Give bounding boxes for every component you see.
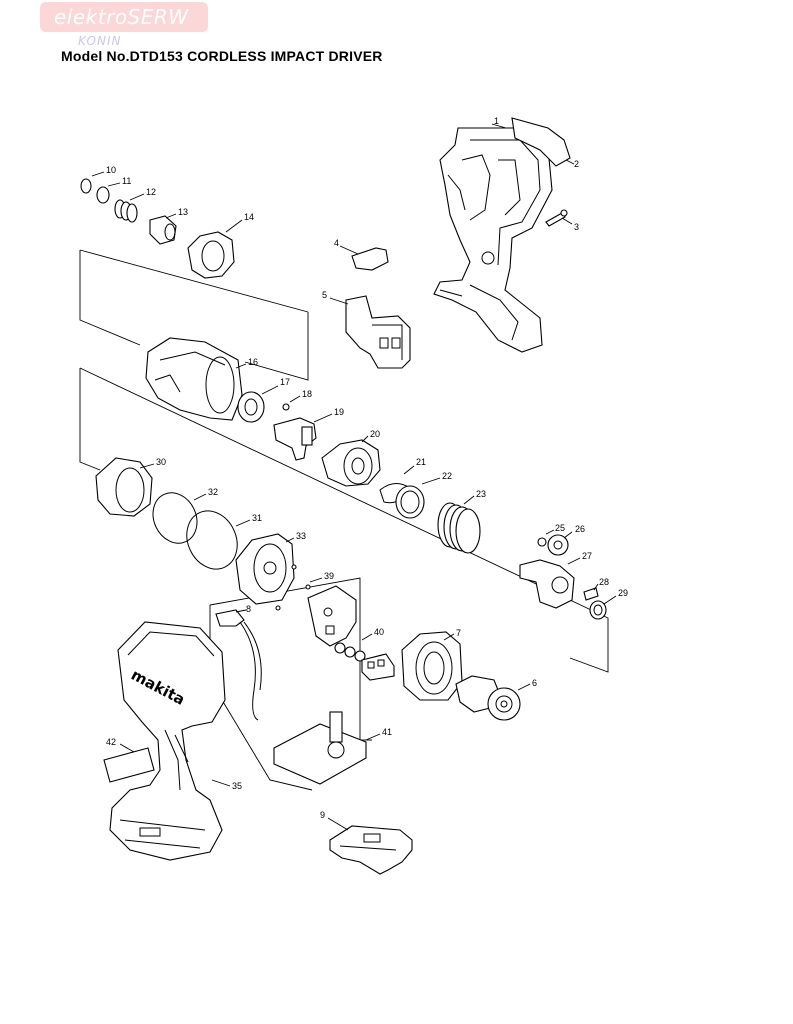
part-battery-terminal bbox=[329, 825, 413, 875]
callout-9: 9 bbox=[320, 810, 325, 820]
part-gear-26 bbox=[547, 534, 569, 556]
part-terminal bbox=[361, 653, 395, 681]
callout-10: 10 bbox=[106, 165, 116, 175]
callout-11: 11 bbox=[122, 176, 131, 186]
part-o-ring-32 bbox=[152, 492, 198, 544]
part-stator bbox=[401, 631, 463, 701]
callout-32: 32 bbox=[208, 487, 218, 497]
part-hammer-case bbox=[145, 337, 243, 421]
part-hex-nuts bbox=[334, 642, 366, 662]
callout-21: 21 bbox=[416, 457, 426, 467]
callout-18: 18 bbox=[302, 389, 312, 399]
callout-41: 41 bbox=[382, 727, 392, 737]
part-hammer bbox=[321, 439, 381, 487]
callout-16: 16 bbox=[248, 357, 258, 367]
part-switch bbox=[345, 295, 411, 369]
part-spring bbox=[437, 502, 481, 554]
page-title: Model No.DTD153 CORDLESS IMPACT DRIVER bbox=[61, 48, 383, 64]
callout-19: 19 bbox=[334, 407, 344, 417]
callout-30: 30 bbox=[156, 457, 166, 467]
part-washer-22 bbox=[395, 485, 425, 519]
part-pin-28 bbox=[583, 587, 599, 601]
callout-14: 14 bbox=[244, 212, 254, 222]
part-ball-25 bbox=[537, 537, 547, 547]
part-washer-29 bbox=[589, 600, 607, 620]
callout-22: 22 bbox=[442, 471, 452, 481]
part-steel-ball-18 bbox=[282, 403, 290, 411]
callout-6: 6 bbox=[532, 678, 537, 688]
part-spindle bbox=[519, 559, 575, 609]
callout-8: 8 bbox=[246, 604, 251, 614]
callout-5: 5 bbox=[322, 290, 327, 300]
callout-4: 4 bbox=[334, 238, 339, 248]
part-washer-17 bbox=[237, 391, 265, 423]
part-screw-3 bbox=[545, 209, 568, 227]
callout-1: 1 bbox=[494, 116, 499, 126]
callout-12: 12 bbox=[146, 187, 156, 197]
callout-33: 33 bbox=[296, 531, 306, 541]
logo-subtext: KONIN bbox=[78, 34, 122, 48]
part-plate-39 bbox=[307, 585, 357, 647]
callout-31: 31 bbox=[252, 513, 262, 523]
callout-40: 40 bbox=[374, 627, 384, 637]
part-anvil bbox=[273, 417, 317, 461]
part-switch-lever bbox=[351, 247, 389, 271]
callout-7: 7 bbox=[456, 628, 461, 638]
callout-23: 23 bbox=[476, 489, 486, 499]
callouts: 1 2 3 4 5 6 7 8 9 10 11 12 13 14 16 17 1 bbox=[91, 116, 628, 831]
callout-28: 28 bbox=[599, 577, 609, 587]
callout-39: 39 bbox=[324, 571, 334, 581]
assembly-lines bbox=[79, 249, 609, 791]
brand-logo: elektroSERW bbox=[40, 2, 208, 32]
part-label-42 bbox=[103, 747, 155, 783]
callout-25: 25 bbox=[555, 523, 565, 533]
callout-3: 3 bbox=[574, 222, 579, 232]
part-led-lead bbox=[215, 609, 262, 721]
callout-42: 42 bbox=[106, 737, 116, 747]
logo-text: elektroSERW bbox=[54, 5, 189, 29]
callout-27: 27 bbox=[582, 551, 592, 561]
callout-2: 2 bbox=[574, 159, 579, 169]
part-ring-30 bbox=[95, 457, 153, 517]
callout-13: 13 bbox=[178, 207, 188, 217]
callout-26: 26 bbox=[575, 524, 585, 534]
part-front-rings bbox=[80, 178, 235, 279]
part-housing-set: makita bbox=[109, 621, 226, 861]
callout-17: 17 bbox=[280, 377, 290, 387]
part-o-ring-31 bbox=[186, 510, 238, 570]
part-gear-housing bbox=[235, 533, 295, 605]
part-rotor bbox=[455, 675, 521, 721]
callout-20: 20 bbox=[370, 429, 380, 439]
part-nameplate bbox=[511, 117, 571, 167]
part-housing bbox=[433, 127, 553, 353]
callout-35: 35 bbox=[232, 781, 242, 791]
part-controller bbox=[273, 711, 367, 785]
callout-29: 29 bbox=[618, 588, 628, 598]
